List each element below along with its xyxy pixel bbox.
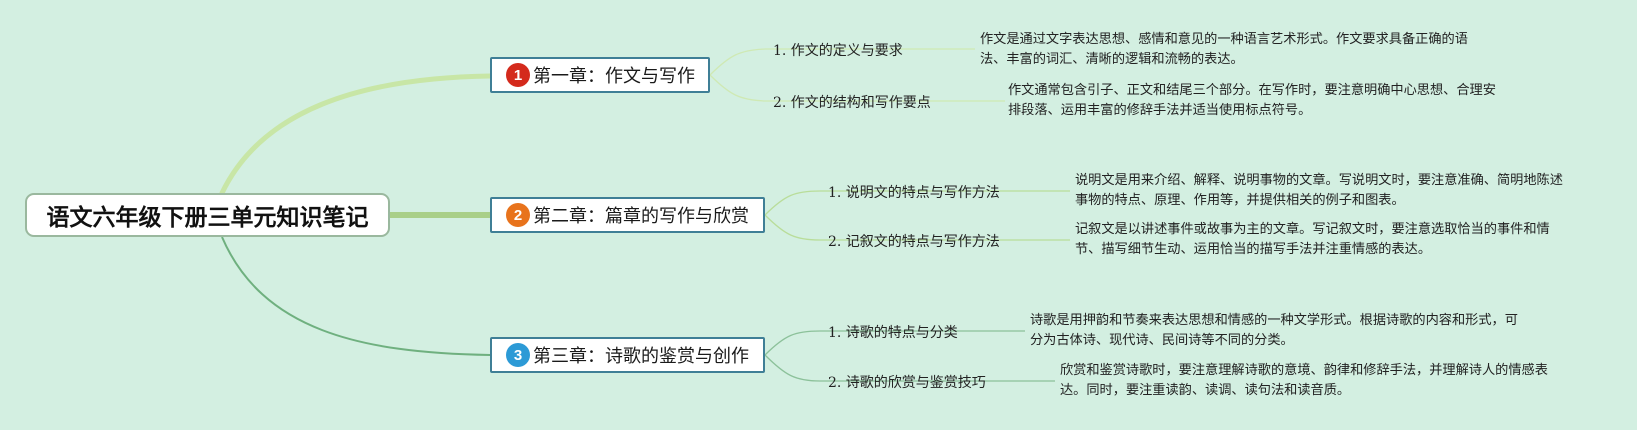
chapter-1-topic-2-detail: 作文通常包含引子、正文和结尾三个部分。在写作时，要注意明确中心思想、合理安排段落… (1008, 83, 1496, 118)
chapter-2-number-badge: 2 (506, 203, 530, 227)
root-title: 语文六年级下册三单元知识笔记 (46, 205, 369, 231)
chapter-1-label: 第一章：作文与写作 (533, 66, 695, 87)
chapter-1-topic-2[interactable]: 2. 作文的结构和写作要点 (773, 95, 931, 111)
root-node[interactable]: 语文六年级下册三单元知识笔记 (25, 193, 390, 237)
chapter-2-topic-1-detail: 说明文是用来介绍、解释、说明事物的文章。写说明文时，要注意准确、简明地陈述事物的… (1075, 173, 1563, 208)
ch2-link-topic1 (764, 190, 821, 216)
chapter-3-node[interactable]: 3 第三章：诗歌的鉴赏与创作 (490, 337, 765, 373)
ch3-link-topic2 (764, 354, 821, 382)
chapter-2-label: 第二章：篇章的写作与欣赏 (533, 206, 749, 227)
ch3-link-topic1 (764, 330, 821, 356)
root-link-1 (219, 73, 493, 196)
root-link-3 (221, 236, 491, 356)
chapter-3-topic-2-detail: 欣赏和鉴赏诗歌时，要注意理解诗歌的意境、韵律和修辞手法，并理解诗人的情感表达。同… (1060, 363, 1548, 398)
chapter-1-number-badge: 1 (506, 63, 530, 87)
chapter-2-topic-2-detail: 记叙文是以讲述事件或故事为主的文章。写记叙文时，要注意选取恰当的事件和情节、描写… (1075, 222, 1550, 257)
chapter-1-topic-1[interactable]: 1. 作文的定义与要求 (773, 43, 903, 59)
chapter-3-topic-1-detail: 诗歌是用押韵和节奏来表达思想和情感的一种文学形式。根据诗歌的内容和形式，可分为古… (1030, 313, 1518, 348)
chapter-2-topic-2[interactable]: 2. 记叙文的特点与写作方法 (828, 234, 1000, 250)
chapter-3-number-badge: 3 (506, 343, 530, 367)
ch2-link-topic2 (764, 214, 821, 241)
chapter-1-node[interactable]: 1 第一章：作文与写作 (490, 57, 710, 93)
chapter-3-label: 第三章：诗歌的鉴赏与创作 (533, 346, 749, 367)
chapter-3-topic-2[interactable]: 2. 诗歌的欣赏与鉴赏技巧 (828, 375, 986, 391)
ch1-link-topic2 (709, 74, 766, 102)
chapter-2-node[interactable]: 2 第二章：篇章的写作与欣赏 (490, 197, 765, 233)
ch1-link-topic1 (709, 48, 766, 76)
chapter-3-topic-1[interactable]: 1. 诗歌的特点与分类 (828, 325, 958, 341)
chapter-1-topic-1-detail: 作文是通过文字表达思想、感情和意见的一种语言艺术形式。作文要求具备正确的语法、丰… (980, 32, 1468, 67)
chapter-2-topic-1[interactable]: 1. 说明文的特点与写作方法 (828, 185, 1000, 201)
